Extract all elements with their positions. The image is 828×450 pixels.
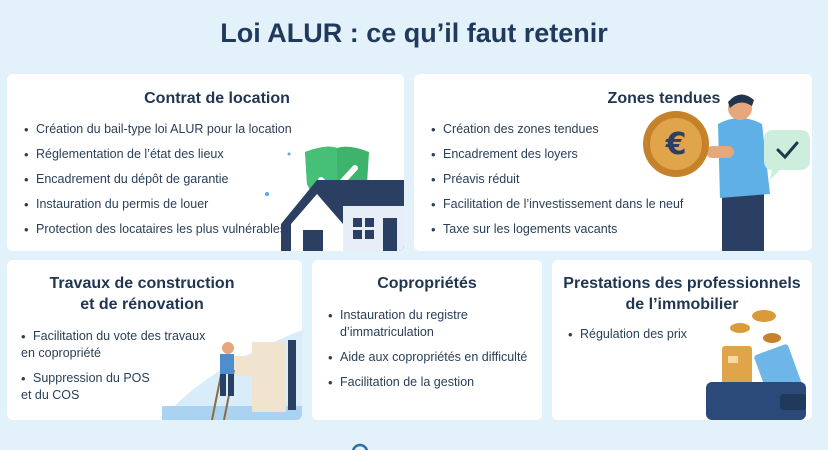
- wallet-coins-icon: [706, 310, 806, 420]
- list-item: Encadrement des loyers: [431, 146, 683, 163]
- check-bubble-icon: [764, 130, 810, 180]
- page-title: Loi ALUR : ce qu’il faut retenir: [220, 18, 608, 48]
- zones-list: Création des zones tendues Encadrement d…: [431, 121, 683, 246]
- card-title: Travaux de construction et de rénovation: [37, 273, 247, 315]
- svg-text:€: €: [665, 127, 687, 162]
- list-item: Protection des locataires les plus vulné…: [24, 221, 292, 238]
- card-contrat-location: Contrat de location Création du bail-typ…: [7, 74, 404, 251]
- euro-coin-icon: €: [643, 111, 709, 177]
- list-item: Aide aux copropriétés en difficulté: [328, 349, 533, 366]
- list-item: Facilitation de l’investissement dans le…: [431, 196, 683, 213]
- list-item: Instauration du permis de louer: [24, 196, 292, 213]
- card-title-line2: et de rénovation: [80, 296, 204, 313]
- contrat-list: Création du bail-type loi ALUR pour la l…: [24, 121, 292, 246]
- worker-ladder-icon: [162, 330, 302, 420]
- card-title-line2: de l’immobilier: [625, 296, 739, 313]
- presta-list: Régulation des prix: [568, 326, 687, 343]
- house-icon: [281, 180, 404, 251]
- list-item: Création des zones tendues: [431, 121, 683, 138]
- list-item: Instauration du registre d’immatriculati…: [328, 307, 533, 341]
- person-figure: [706, 94, 770, 251]
- card-title: Zones tendues: [607, 90, 721, 107]
- list-item: Suppression du POS et du COS: [21, 370, 221, 404]
- list-item: Régulation des prix: [568, 326, 687, 343]
- card-title-line1: Travaux de construction: [49, 275, 235, 292]
- travaux-list: Facilitation du vote des travaux en copr…: [21, 328, 221, 412]
- card-title-line1: Prestations des professionnels: [563, 275, 801, 292]
- card-title: Copropriétés: [377, 275, 477, 292]
- list-item: Encadrement du dépôt de garantie: [24, 171, 292, 188]
- card-zones-tendues: Zones tendues Création des zones tendues…: [414, 74, 812, 251]
- brand-logo: [351, 440, 492, 450]
- card-travaux: Travaux de construction et de rénovation…: [7, 260, 302, 420]
- list-item: Réglementation de l’état des lieux: [24, 146, 292, 163]
- investor-coin-illustration: €: [643, 94, 810, 251]
- list-item: Création du bail-type loi ALUR pour la l…: [24, 121, 292, 138]
- card-coproprietes: Copropriétés Instauration du registre d’…: [312, 260, 542, 420]
- copro-list: Instauration du registre d’immatriculati…: [328, 307, 533, 399]
- list-item: Facilitation du vote des travaux en copr…: [21, 328, 221, 362]
- list-item: Facilitation de la gestion: [328, 374, 533, 391]
- list-item: Taxe sur les logements vacants: [431, 221, 683, 238]
- card-prestations: Prestations des professionnels de l’immo…: [552, 260, 812, 420]
- house-shield-illustration: [265, 146, 404, 251]
- card-title: Contrat de location: [144, 90, 290, 107]
- list-item: Préavis réduit: [431, 171, 683, 188]
- card-title: Prestations des professionnels de l’immo…: [562, 273, 802, 315]
